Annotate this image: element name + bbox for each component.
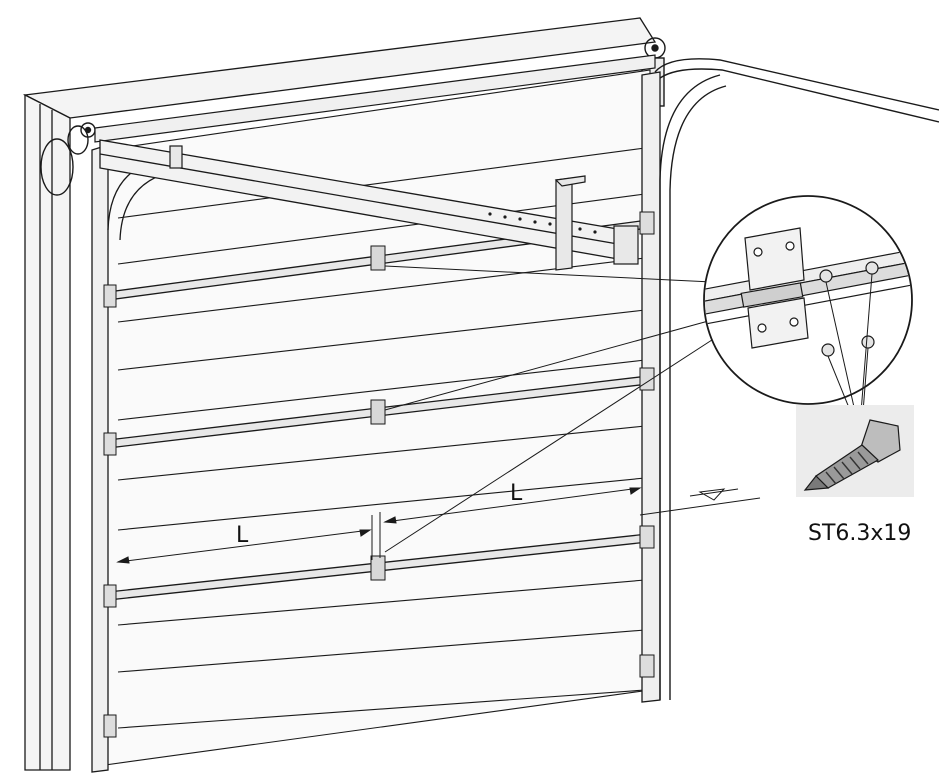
top-header: [94, 54, 656, 143]
detail-magnifier: [703, 195, 913, 405]
leader-lines: [384, 265, 716, 553]
center-hinge-bottom: [370, 555, 386, 581]
center-hinge-middle: [370, 399, 386, 425]
horizontal-track: [654, 58, 939, 700]
dimension-label-right: L: [510, 481, 523, 506]
dimension-label-left: L: [236, 523, 249, 548]
wall-frame: [22, 17, 657, 771]
center-hinge-top: [370, 245, 386, 271]
dimension-line-left: [116, 512, 381, 564]
level-marker: [639, 488, 761, 516]
self-tapping-screw-icon: [796, 405, 914, 497]
screw-spec-label: ST6.3x19: [808, 521, 911, 546]
dimension-line-right: [383, 487, 642, 524]
hanger-bracket: [169, 145, 639, 271]
